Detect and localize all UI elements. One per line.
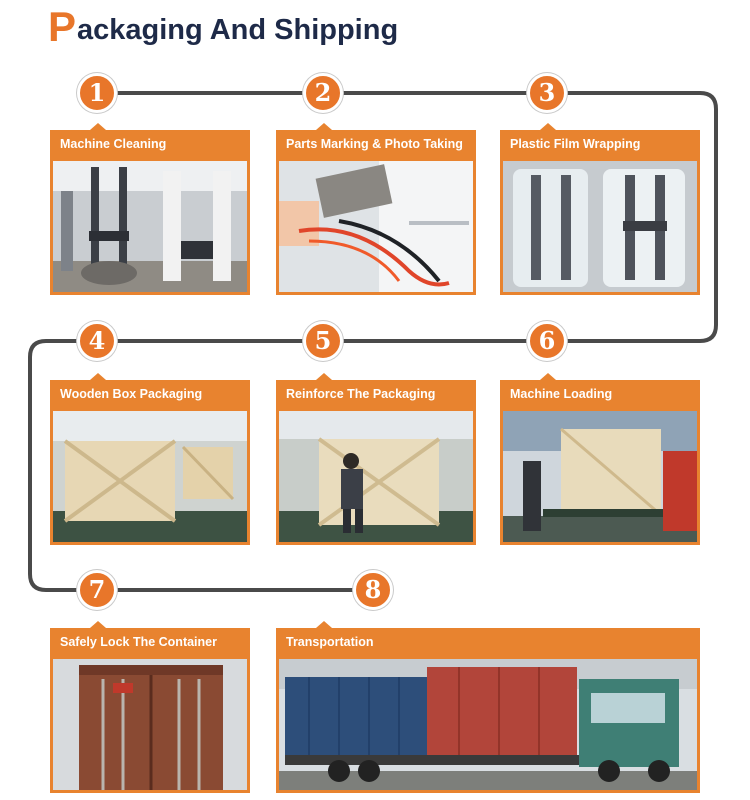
step-card-machine-cleaning: Machine Cleaning <box>50 123 250 295</box>
step-4-label: Wooden Box Packaging <box>50 380 250 408</box>
step-card-plastic-film: Plastic Film Wrapping <box>500 123 700 295</box>
machine-cleaning-photo <box>50 158 250 295</box>
step-1-label: Machine Cleaning <box>50 130 250 158</box>
step-card-parts-marking: Parts Marking & Photo Taking <box>276 123 476 295</box>
step-6-label: Machine Loading <box>500 380 700 408</box>
step-7-label: Safely Lock The Container <box>50 628 250 656</box>
title-first-letter: P <box>48 3 77 50</box>
reinforce-photo <box>276 408 476 545</box>
step-3-badge: 3 <box>527 73 567 113</box>
step-2-badge: 2 <box>303 73 343 113</box>
step-2-label: Parts Marking & Photo Taking <box>276 130 476 158</box>
step-3-label: Plastic Film Wrapping <box>500 130 700 158</box>
step-8-label: Transportation <box>276 628 700 656</box>
step-card-transportation: Transportation <box>276 621 700 793</box>
plastic-film-photo <box>500 158 700 295</box>
step-7-badge: 7 <box>77 570 117 610</box>
step-8-badge: 8 <box>353 570 393 610</box>
step-card-reinforce: Reinforce The Packaging <box>276 373 476 545</box>
step-1-badge: 1 <box>77 73 117 113</box>
wooden-box-photo <box>50 408 250 545</box>
title-text: ackaging And Shipping <box>77 14 399 46</box>
step-card-wooden-box: Wooden Box Packaging <box>50 373 250 545</box>
machine-loading-photo <box>500 408 700 545</box>
parts-marking-photo <box>276 158 476 295</box>
step-5-label: Reinforce The Packaging <box>276 380 476 408</box>
transportation-photo <box>276 656 700 793</box>
step-card-lock-container: Safely Lock The Container <box>50 621 250 793</box>
step-6-badge: 6 <box>527 321 567 361</box>
lock-container-photo <box>50 656 250 793</box>
step-card-machine-loading: Machine Loading <box>500 373 700 545</box>
step-5-badge: 5 <box>303 321 343 361</box>
step-4-badge: 4 <box>77 321 117 361</box>
